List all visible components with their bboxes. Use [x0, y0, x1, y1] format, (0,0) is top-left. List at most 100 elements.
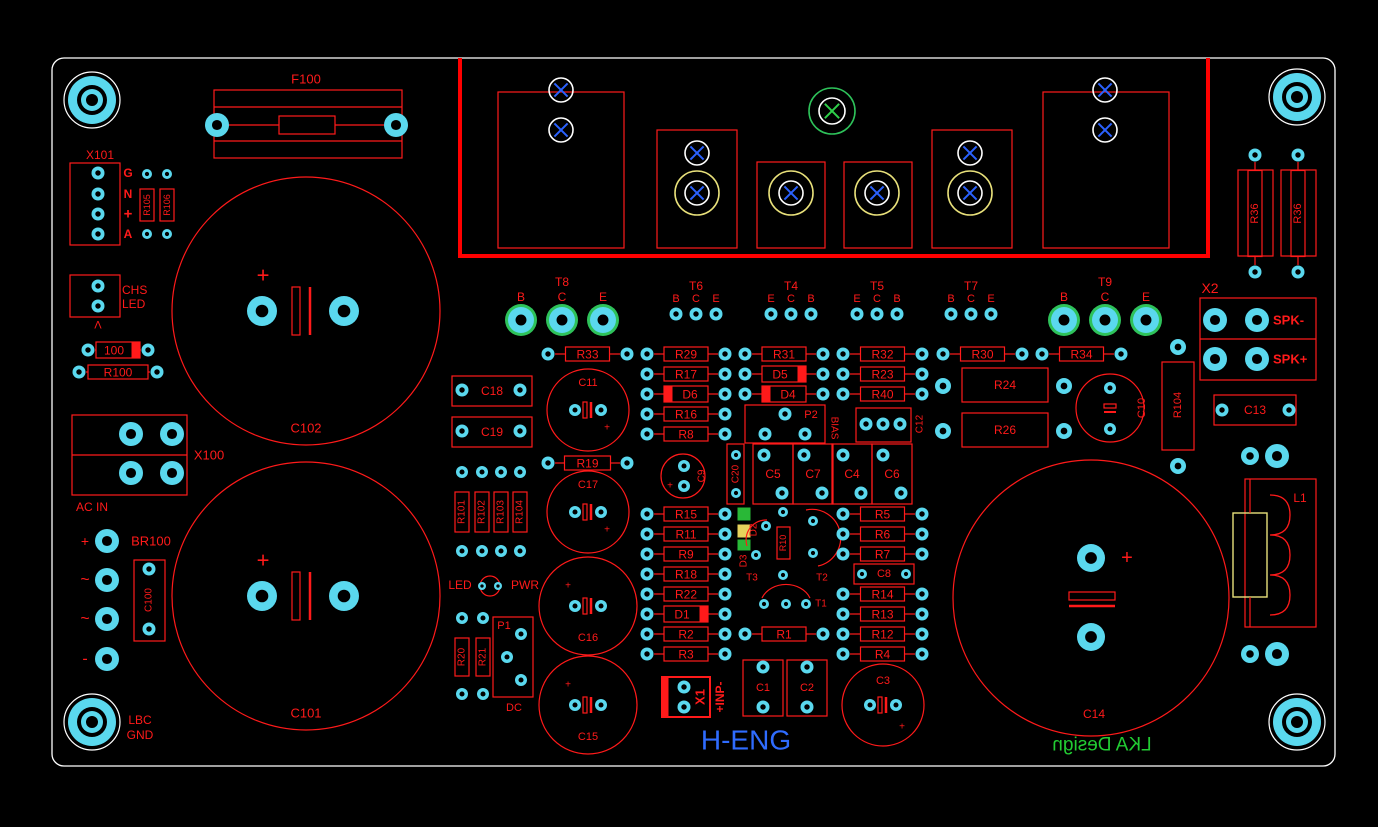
pad — [836, 347, 850, 361]
label-C: C — [558, 290, 567, 304]
pad-hole — [459, 548, 465, 554]
resistor-body — [859, 586, 906, 602]
pad — [1015, 347, 1029, 361]
resistor-body — [859, 606, 906, 622]
label-C18: C18 — [481, 384, 503, 398]
pad — [718, 587, 732, 601]
pad — [508, 307, 534, 333]
pad — [801, 599, 811, 609]
pad-hole — [840, 651, 846, 657]
pad-hole — [85, 347, 91, 353]
capacitor-body — [451, 416, 533, 448]
pad — [91, 299, 105, 313]
label-R9: R9 — [678, 548, 694, 562]
label-C17: C17 — [578, 479, 598, 491]
pad — [476, 545, 488, 557]
screw-ring — [947, 170, 993, 216]
pad — [1170, 339, 1186, 355]
polarity-plus-icon: + — [565, 680, 571, 691]
label-B: B — [807, 293, 814, 305]
pad-hole — [939, 382, 947, 390]
label-C20: C20 — [731, 464, 742, 483]
c13-body — [1213, 394, 1297, 426]
label-R102: R102 — [477, 500, 488, 524]
label-C101: C101 — [290, 706, 321, 721]
label-SPKm: SPK- — [1273, 313, 1304, 328]
pad-hole — [1039, 351, 1045, 357]
pad — [738, 387, 752, 401]
pad-hole — [919, 631, 925, 637]
screw-circle — [818, 97, 846, 125]
pad — [569, 506, 581, 518]
pad-hole — [940, 351, 946, 357]
capacitor-plate — [1103, 403, 1117, 409]
t3-outline — [745, 519, 768, 547]
pad-hole — [101, 613, 113, 625]
label-B: B — [517, 290, 525, 304]
r26-body — [961, 412, 1049, 448]
brand-text-lka: LKA Design — [1052, 735, 1151, 756]
transistor-body-t4 — [756, 161, 826, 249]
capacitor-body — [792, 443, 834, 505]
pad — [756, 660, 770, 674]
pad — [640, 527, 654, 541]
pad-hole — [742, 351, 748, 357]
pad-hole — [722, 591, 728, 597]
large-pad — [1241, 645, 1259, 663]
pad — [513, 383, 527, 397]
label-T2: T2 — [816, 573, 828, 584]
pad-hole — [673, 311, 679, 317]
label-X101: X101 — [86, 148, 114, 162]
pad-hole — [255, 589, 269, 603]
large-pad — [95, 568, 119, 592]
resistor-body — [859, 366, 906, 382]
pad-hole — [820, 391, 826, 397]
r24-body — [961, 367, 1049, 403]
pad — [797, 448, 811, 462]
r21-body — [475, 637, 491, 677]
label-DC: DC — [506, 702, 522, 714]
chs-led-body — [69, 274, 121, 318]
label-R33: R33 — [576, 348, 598, 362]
pad-hole — [893, 702, 899, 708]
capacitor-body — [871, 443, 913, 505]
pad-hole — [125, 428, 137, 440]
pad-hole — [733, 452, 739, 458]
pad-hole — [1107, 385, 1113, 391]
label-L1: L1 — [1293, 491, 1307, 505]
pad-hole — [840, 611, 846, 617]
pad-hole — [644, 351, 650, 357]
pad-hole — [1209, 353, 1221, 365]
pad — [620, 456, 634, 470]
pad-hole — [722, 391, 728, 397]
pad-hole — [644, 371, 650, 377]
resistor-body — [663, 506, 709, 522]
pad — [1035, 347, 1049, 361]
pad — [758, 427, 772, 441]
polarity-plus-icon: + — [604, 525, 610, 536]
l1-coil — [1269, 494, 1291, 616]
pad-hole — [498, 469, 504, 475]
pad — [595, 506, 607, 518]
label-B: B — [893, 293, 900, 305]
pad — [836, 507, 850, 521]
resistor-body — [859, 546, 906, 562]
label-C9: C9 — [697, 469, 708, 482]
label-R20: R20 — [457, 647, 468, 666]
pad-hole — [644, 531, 650, 537]
label-F100: F100 — [291, 72, 321, 87]
pad — [738, 347, 752, 361]
pad — [915, 547, 929, 561]
pad-hole — [840, 511, 846, 517]
pad-hole — [166, 428, 178, 440]
pad-hole — [95, 211, 101, 217]
pad — [964, 307, 978, 321]
screw-circle — [684, 140, 710, 166]
pad-hole — [840, 531, 846, 537]
pad-hole — [768, 311, 774, 317]
label-R7: R7 — [875, 548, 891, 562]
label-BIAS: BIAS — [829, 417, 840, 440]
pad-hole — [545, 460, 551, 466]
pad — [718, 567, 732, 581]
pad — [501, 651, 513, 663]
